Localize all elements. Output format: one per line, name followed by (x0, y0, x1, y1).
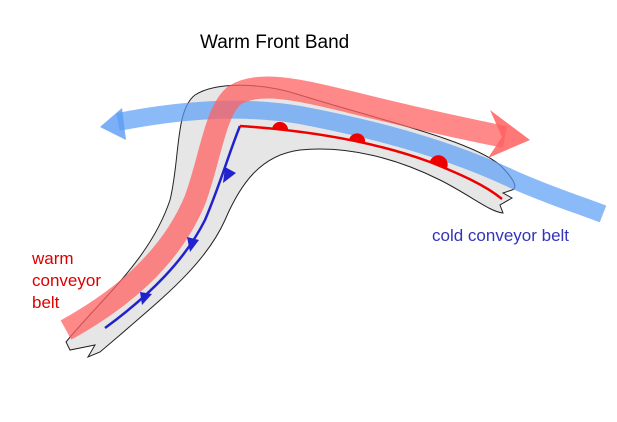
diagram-title: Warm Front Band (200, 32, 350, 53)
cold-belt-arrowhead (100, 108, 126, 140)
warm-front-semicircle (272, 121, 289, 131)
cold-front-triangle (223, 167, 236, 183)
cold-conveyor-belt-label: cold conveyor belt (432, 226, 570, 245)
warm-conveyor-belt (60, 76, 508, 340)
warm-label-line: belt (32, 293, 60, 312)
warm-front-semicircle (430, 155, 448, 168)
warm-belt-arrowhead (488, 110, 530, 158)
warm-front-line (239, 124, 503, 200)
warm-front-semicircle (349, 133, 366, 143)
cold-conveyor-belt (116, 100, 607, 223)
warm-conveyor-belt-label: warm conveyor belt (32, 248, 101, 314)
cold-front-triangle (187, 237, 199, 252)
cold-front-line (104, 125, 242, 330)
cold-front-triangle (140, 292, 152, 305)
warm-label-line: conveyor (32, 271, 101, 290)
warm-label-line: warm (32, 249, 74, 268)
